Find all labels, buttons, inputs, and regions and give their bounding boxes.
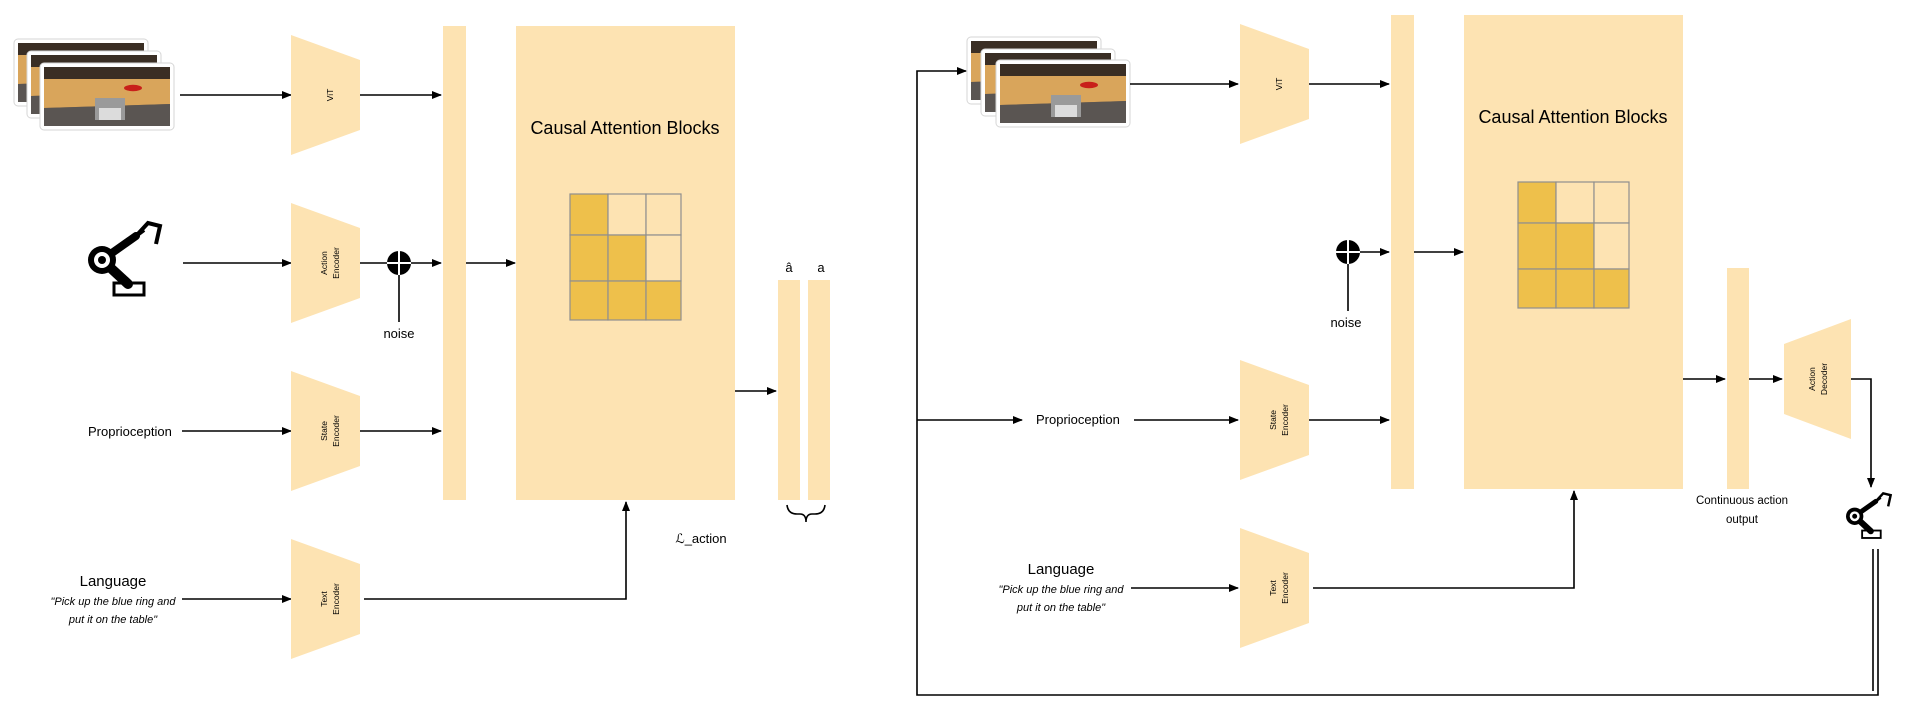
language-quote-line-2: put it on the table" <box>68 614 158 626</box>
vit-label: ViT <box>325 89 335 102</box>
vit-encoder: ViT <box>291 35 360 155</box>
robot-arm-icon <box>88 223 160 295</box>
predicted-action-label: â <box>785 260 793 275</box>
attention-title: Causal Attention Blocks <box>1478 107 1667 127</box>
state-encoder-label-1: State <box>1268 410 1278 430</box>
noise-label: noise <box>1330 315 1361 330</box>
continuous-output-label-1: Continuous action <box>1696 495 1788 507</box>
attention-title: Causal Attention Blocks <box>530 118 719 138</box>
camera-frames-icon <box>13 38 175 131</box>
action-encoder: Action Encoder <box>291 203 360 323</box>
language-title: Language <box>80 573 147 590</box>
robot-arm-icon <box>1846 493 1891 538</box>
attention-matrix <box>1517 181 1630 309</box>
feedback-loop <box>916 67 1879 696</box>
state-encoder-label-2: Encoder <box>331 415 341 447</box>
target-action-label: a <box>817 260 825 275</box>
loss-brace <box>786 504 826 523</box>
action-decoder: Action Decoder <box>1784 319 1851 439</box>
proprioception-label: Proprioception <box>88 424 172 439</box>
loss-label: ℒ_action <box>675 531 726 546</box>
camera-frames-icon <box>966 36 1131 128</box>
text-encoder: Text Encoder <box>1240 528 1309 648</box>
attention-matrix <box>569 193 682 321</box>
action-decoder-label-2: Decoder <box>1819 363 1829 395</box>
vit-label: ViT <box>1274 78 1284 91</box>
text-encoder-label-1: Text <box>319 591 329 607</box>
language-title: Language <box>1028 561 1095 578</box>
state-encoder: State Encoder <box>1240 360 1309 480</box>
noise-sum-icon <box>1336 240 1360 264</box>
noise-sum-icon <box>387 251 411 275</box>
target-action-column <box>808 280 830 500</box>
causal-attention-block: Causal Attention Blocks <box>1464 15 1683 489</box>
state-encoder-label-2: Encoder <box>1280 404 1290 436</box>
text-encoder-label-2: Encoder <box>331 583 341 615</box>
left-diagram: Proprioception Language "Pick up the blu… <box>13 26 830 659</box>
token-column <box>1391 15 1414 489</box>
continuous-output-label-2: output <box>1726 514 1759 526</box>
text-encoder-label-2: Encoder <box>1280 572 1290 604</box>
vit-encoder: ViT <box>1240 24 1309 144</box>
proprioception-label: Proprioception <box>1036 412 1120 427</box>
action-decoder-label-1: Action <box>1807 367 1817 391</box>
predicted-action-column <box>778 280 800 500</box>
state-encoder: State Encoder <box>291 371 360 491</box>
continuous-action-column <box>1727 268 1749 489</box>
language-quote-line-2: put it on the table" <box>1016 602 1106 614</box>
action-encoder-label-1: Action <box>319 251 329 275</box>
token-column <box>443 26 466 500</box>
right-diagram: Proprioception Language "Pick up the blu… <box>916 15 1891 696</box>
causal-attention-block: Causal Attention Blocks <box>516 26 735 500</box>
language-quote-line-1: "Pick up the blue ring and <box>999 584 1125 596</box>
text-encoder: Text Encoder <box>291 539 360 659</box>
state-encoder-label-1: State <box>319 421 329 441</box>
text-encoder-label-1: Text <box>1268 580 1278 596</box>
action-encoder-label-2: Encoder <box>331 247 341 279</box>
noise-label: noise <box>383 326 414 341</box>
language-quote-line-1: "Pick up the blue ring and <box>51 596 177 608</box>
